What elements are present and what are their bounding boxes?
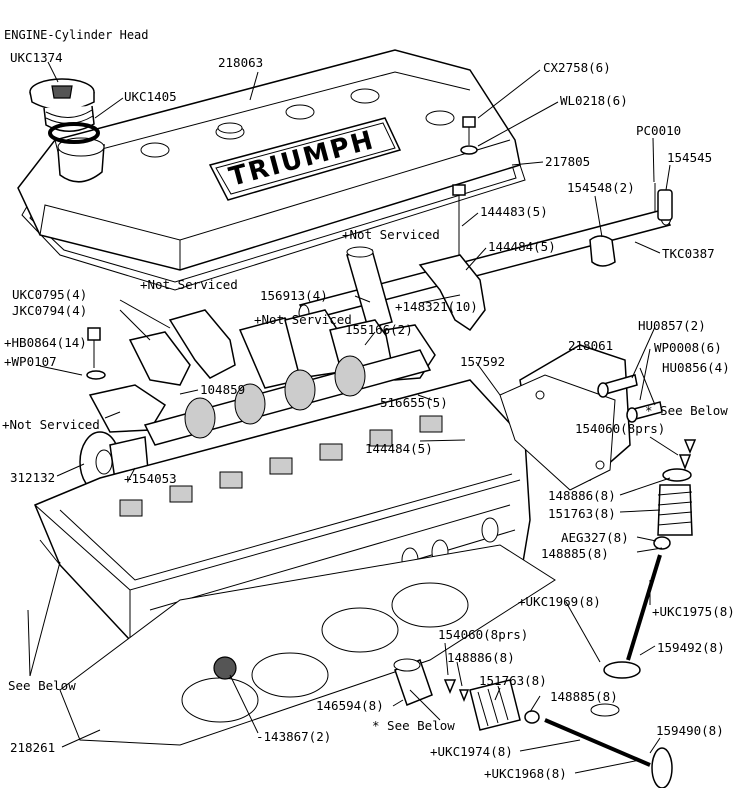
label-218063: 218063 [218, 55, 263, 70]
rocker-shaft-spring [589, 235, 616, 267]
bolt-hu0857 [597, 374, 638, 398]
label-not-serviced-1: +Not Serviced [342, 227, 440, 242]
label-hu0857: HU0857(2) [638, 318, 706, 333]
label-aeg327: AEG327(8) [561, 530, 629, 545]
rocker-pedestal [418, 184, 486, 332]
label-154053: +154053 [124, 471, 177, 486]
label-148321: +148321(10) [395, 299, 478, 314]
label-hu0856: HU0856(4) [662, 360, 730, 375]
label-148885-top: 148885(8) [541, 546, 609, 561]
camshaft [143, 349, 432, 446]
head-gasket [59, 544, 556, 746]
label-146594: 146594(8) [316, 698, 384, 713]
valve-spring-top [657, 484, 693, 536]
label-151763-bot: 151763(8) [479, 673, 547, 688]
label-ukc1374: UKC1374 [10, 50, 63, 65]
label-ukc1975: +UKC1975(8) [652, 604, 735, 619]
side-cover-plate [499, 344, 631, 491]
diagram-title: ENGINE-Cylinder Head [4, 28, 149, 42]
label-not-serviced-2: +Not Serviced [140, 277, 238, 292]
label-144484-top: 144484(5) [488, 239, 556, 254]
label-312132: 312132 [10, 470, 55, 485]
label-wl0218: WL0218(6) [560, 93, 628, 108]
core-plug [213, 656, 237, 680]
label-not-serviced-4: +Not Serviced [2, 417, 100, 432]
filler-cap-seal [48, 122, 100, 144]
label-155166: 155166(2) [345, 322, 413, 337]
valve-collets-bottom [443, 679, 470, 703]
label-ukc1969: +UKC1969(8) [518, 594, 601, 609]
label-144483: 144483(5) [480, 204, 548, 219]
label-154545: 154545 [667, 150, 712, 165]
bolt-hb0864 [86, 327, 106, 380]
label-wp0008: WP0008(6) [654, 340, 722, 355]
valve-spring-bottom [469, 679, 521, 731]
label-wp0107: +WP0107 [4, 354, 57, 369]
exhaust-valve [544, 718, 673, 788]
label-159490: 159490(8) [656, 723, 724, 738]
valve-guide-ring [590, 703, 620, 717]
label-not-serviced-3: +Not Serviced [254, 312, 352, 327]
label-217805: 217805 [545, 154, 590, 169]
label-156913: 156913(4) [260, 288, 328, 303]
valve-seal-top [653, 536, 671, 550]
tappet-146594 [393, 658, 433, 706]
label-jkc0794: JKC0794(4) [12, 303, 87, 318]
label-151763-top: 151763(8) [548, 506, 616, 521]
label-ukc1968: +UKC1968(8) [484, 766, 567, 781]
label-tkc0387: TKC0387 [662, 246, 715, 261]
label-hb0864: +HB0864(14) [4, 335, 87, 350]
label-148885-bot: 148885(8) [550, 689, 618, 704]
leader-lines [27, 61, 679, 774]
label-104859: 104859 [200, 382, 245, 397]
label-ukc1405: UKC1405 [124, 89, 177, 104]
label-see-below-right: * See Below [645, 403, 728, 418]
label-148886-top: 148886(8) [548, 488, 616, 503]
valve-seal-bottom [524, 710, 540, 724]
label-218261: 218261 [10, 740, 55, 755]
bolt-hu0856 [626, 401, 663, 423]
cover-bolt-cx2758 [460, 116, 478, 155]
label-see-below-left: See Below [8, 678, 76, 693]
label-148886-bot: 148886(8) [447, 650, 515, 665]
label-ukc0795: UKC0795(4) [12, 287, 87, 302]
label-143867: -143867(2) [256, 729, 331, 744]
label-cx2758: CX2758(6) [543, 60, 611, 75]
label-see-below-bottom: * See Below [372, 718, 455, 733]
inlet-valve [603, 554, 662, 679]
label-516655: 516655(5) [380, 395, 448, 410]
label-pc0010: PC0010 [636, 123, 681, 138]
rocker-cover: TRIUMPH [17, 49, 521, 271]
push-rod-tube [346, 246, 393, 329]
label-218061: 218061 [568, 338, 613, 353]
label-157592: 157592 [460, 354, 505, 369]
oil-filler-neck [57, 137, 105, 183]
shaft-end-plug [654, 183, 673, 221]
label-154548: 154548(2) [567, 180, 635, 195]
valve-collets-top [678, 439, 697, 471]
label-154060-top: 154060(8prs) [575, 421, 665, 436]
label-159492: 159492(8) [657, 640, 725, 655]
label-144484-mid: 144484(5) [365, 441, 433, 456]
label-ukc1974: +UKC1974(8) [430, 744, 513, 759]
label-154060-bot: 154060(8prs) [438, 627, 528, 642]
